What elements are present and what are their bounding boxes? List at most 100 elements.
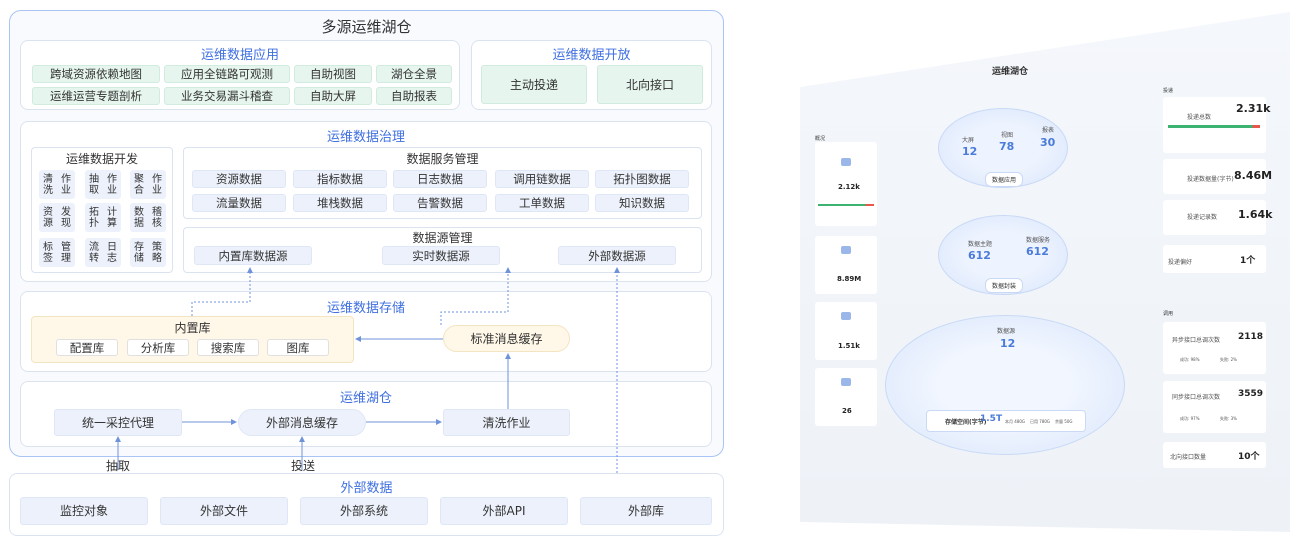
svc-item[interactable]: 指标数据 bbox=[293, 170, 387, 188]
dash-right-card-value: 1个 bbox=[1240, 256, 1256, 266]
dash-right-card-label: 投递数据量(字节) bbox=[1187, 176, 1234, 183]
dash-top-value: 78 bbox=[999, 140, 1015, 153]
dash-right-top-label: 投递 bbox=[1163, 88, 1174, 94]
dash-right-card bbox=[1163, 322, 1266, 374]
arrow-cache-to-src bbox=[440, 267, 511, 325]
builtin-db-item[interactable]: 搜索库 bbox=[197, 339, 259, 356]
src-panel-title: 数据源管理 bbox=[412, 231, 473, 245]
svc-item[interactable]: 知识数据 bbox=[595, 194, 689, 212]
dash-right-card-value: 10个 bbox=[1238, 452, 1260, 462]
builtin-db-item[interactable]: 分析库 bbox=[127, 339, 189, 356]
lake-section-title: 运维湖仓 bbox=[339, 391, 392, 406]
dev-item[interactable]: 聚合作业 bbox=[130, 170, 166, 199]
dash-top-label: 视图 bbox=[1001, 132, 1014, 139]
dash-left-label: 概况 bbox=[815, 136, 826, 142]
dash-storage-sub: 本月 480G bbox=[1005, 419, 1026, 424]
dev-item[interactable]: 标签管理 bbox=[39, 238, 75, 267]
svc-item[interactable]: 调用链数据 bbox=[495, 170, 589, 188]
svc-item[interactable]: 告警数据 bbox=[393, 194, 487, 212]
dash-storage-value: 1.5T bbox=[980, 414, 1003, 424]
builtin-db-item[interactable]: 配置库 bbox=[56, 339, 118, 356]
external-item[interactable]: 监控对象 bbox=[20, 497, 148, 525]
app-item[interactable]: 跨域资源依赖地图 bbox=[32, 65, 160, 83]
connector-lines bbox=[115, 267, 620, 473]
dash-right-card-value: 1.64k bbox=[1238, 208, 1273, 221]
dash-right-card-label: 北向接口数量 bbox=[1170, 454, 1207, 461]
dash-right-card bbox=[1163, 381, 1266, 433]
dev-panel-title: 运维数据开发 bbox=[65, 152, 138, 166]
dev-item[interactable]: 清洗作业 bbox=[39, 170, 75, 199]
collect-agent[interactable]: 统一采控代理 bbox=[54, 409, 182, 436]
gov-section-title: 运维数据治理 bbox=[326, 130, 405, 145]
dash-right-card-label: 同步接口总调次数 bbox=[1172, 394, 1221, 401]
app-item[interactable]: 自助报表 bbox=[376, 87, 452, 105]
dash-storage-banner bbox=[926, 410, 1086, 432]
main-title: 多源运维湖仓 bbox=[321, 18, 412, 36]
dash-storage-sub: 已用 780G bbox=[1030, 419, 1051, 424]
std-message-cache[interactable]: 标准消息缓存 bbox=[443, 325, 570, 352]
dash-left-card bbox=[815, 236, 877, 294]
dev-item-line: 标签 bbox=[43, 241, 53, 264]
svc-item[interactable]: 工单数据 bbox=[495, 194, 589, 212]
app-item[interactable]: 业务交易漏斗稽查 bbox=[164, 87, 290, 105]
builtin-db-item[interactable]: 图库 bbox=[267, 339, 329, 356]
cleaning-job[interactable]: 清洗作业 bbox=[443, 409, 570, 436]
dash-right-card-sub: 失败: 3% bbox=[1220, 416, 1237, 421]
svc-item[interactable]: 拓扑图数据 bbox=[595, 170, 689, 188]
dash-right-card bbox=[1163, 442, 1266, 468]
dash-right-card-label: 投递记录数 bbox=[1187, 214, 1218, 221]
svc-item[interactable]: 堆栈数据 bbox=[293, 194, 387, 212]
open-item[interactable]: 主动投递 bbox=[481, 65, 587, 104]
open-section-title: 运维数据开放 bbox=[552, 48, 631, 63]
svc-item[interactable]: 流量数据 bbox=[192, 194, 286, 212]
dash-left-icon bbox=[841, 246, 851, 254]
dash-mid-disk-label: 数据封装 bbox=[985, 278, 1024, 293]
src-item-external[interactable]: 外部数据源 bbox=[558, 246, 676, 265]
external-item[interactable]: 外部API bbox=[440, 497, 568, 525]
src-item-realtime[interactable]: 实时数据源 bbox=[382, 246, 500, 265]
dash-top-value: 12 bbox=[962, 145, 978, 158]
dev-item[interactable]: 数据稽核 bbox=[130, 203, 166, 232]
src-item-builtin[interactable]: 内置库数据源 bbox=[194, 246, 312, 265]
dev-item-line: 作业 bbox=[107, 173, 117, 196]
app-item[interactable]: 自助大屏 bbox=[294, 87, 372, 105]
dash-storage-label: 存储空间(字节) bbox=[945, 419, 987, 426]
dash-right-card-label: 投递偏好 bbox=[1168, 259, 1193, 266]
dash-right-card-value: 2.31k bbox=[1236, 102, 1271, 115]
dash-bottom-value: 12 bbox=[1000, 337, 1016, 350]
external-item[interactable]: 外部文件 bbox=[160, 497, 288, 525]
svc-item[interactable]: 日志数据 bbox=[393, 170, 487, 188]
dash-left-value1: 2.12k bbox=[838, 183, 860, 191]
dev-item-line: 存储 bbox=[134, 241, 144, 264]
dash-left-icon bbox=[841, 158, 851, 166]
dev-item-line: 日志 bbox=[107, 241, 117, 264]
dev-item[interactable]: 存储策略 bbox=[130, 238, 166, 267]
dash-top-value: 30 bbox=[1040, 136, 1056, 149]
dash-right-card-label: 异步接口总调次数 bbox=[1172, 337, 1221, 344]
dash-top-label: 报表 bbox=[1042, 127, 1055, 134]
dash-left-value2: 8.89M bbox=[837, 275, 862, 283]
dev-item[interactable]: 拓扑计算 bbox=[85, 203, 121, 232]
external-section-title: 外部数据 bbox=[340, 481, 393, 496]
dev-item[interactable]: 抽取作业 bbox=[85, 170, 121, 199]
external-message-cache[interactable]: 外部消息缓存 bbox=[238, 409, 366, 436]
dev-item-line: 流转 bbox=[89, 241, 99, 264]
dash-left-card bbox=[815, 368, 877, 426]
dev-item[interactable]: 资源发现 bbox=[39, 203, 75, 232]
external-item[interactable]: 外部库 bbox=[580, 497, 712, 525]
app-item[interactable]: 运维运营专题剖析 bbox=[32, 87, 160, 105]
app-item[interactable]: 湖仓全景 bbox=[376, 65, 452, 83]
svc-item[interactable]: 资源数据 bbox=[192, 170, 286, 188]
app-item[interactable]: 自助视图 bbox=[294, 65, 372, 83]
app-item[interactable]: 应用全链路可观测 bbox=[164, 65, 290, 83]
dash-bottom-disk bbox=[885, 315, 1125, 455]
dev-item-line: 管理 bbox=[61, 241, 71, 264]
dev-item[interactable]: 流转日志 bbox=[85, 238, 121, 267]
dev-item-line: 作业 bbox=[61, 173, 71, 196]
app-section-title: 运维数据应用 bbox=[200, 48, 279, 63]
storage-section-title: 运维数据存储 bbox=[326, 301, 405, 316]
dev-item-line: 拓扑 bbox=[89, 206, 99, 229]
external-item[interactable]: 外部系统 bbox=[300, 497, 428, 525]
dash-right-bottom-label: 调用 bbox=[1163, 311, 1174, 317]
open-item[interactable]: 北向接口 bbox=[597, 65, 703, 104]
